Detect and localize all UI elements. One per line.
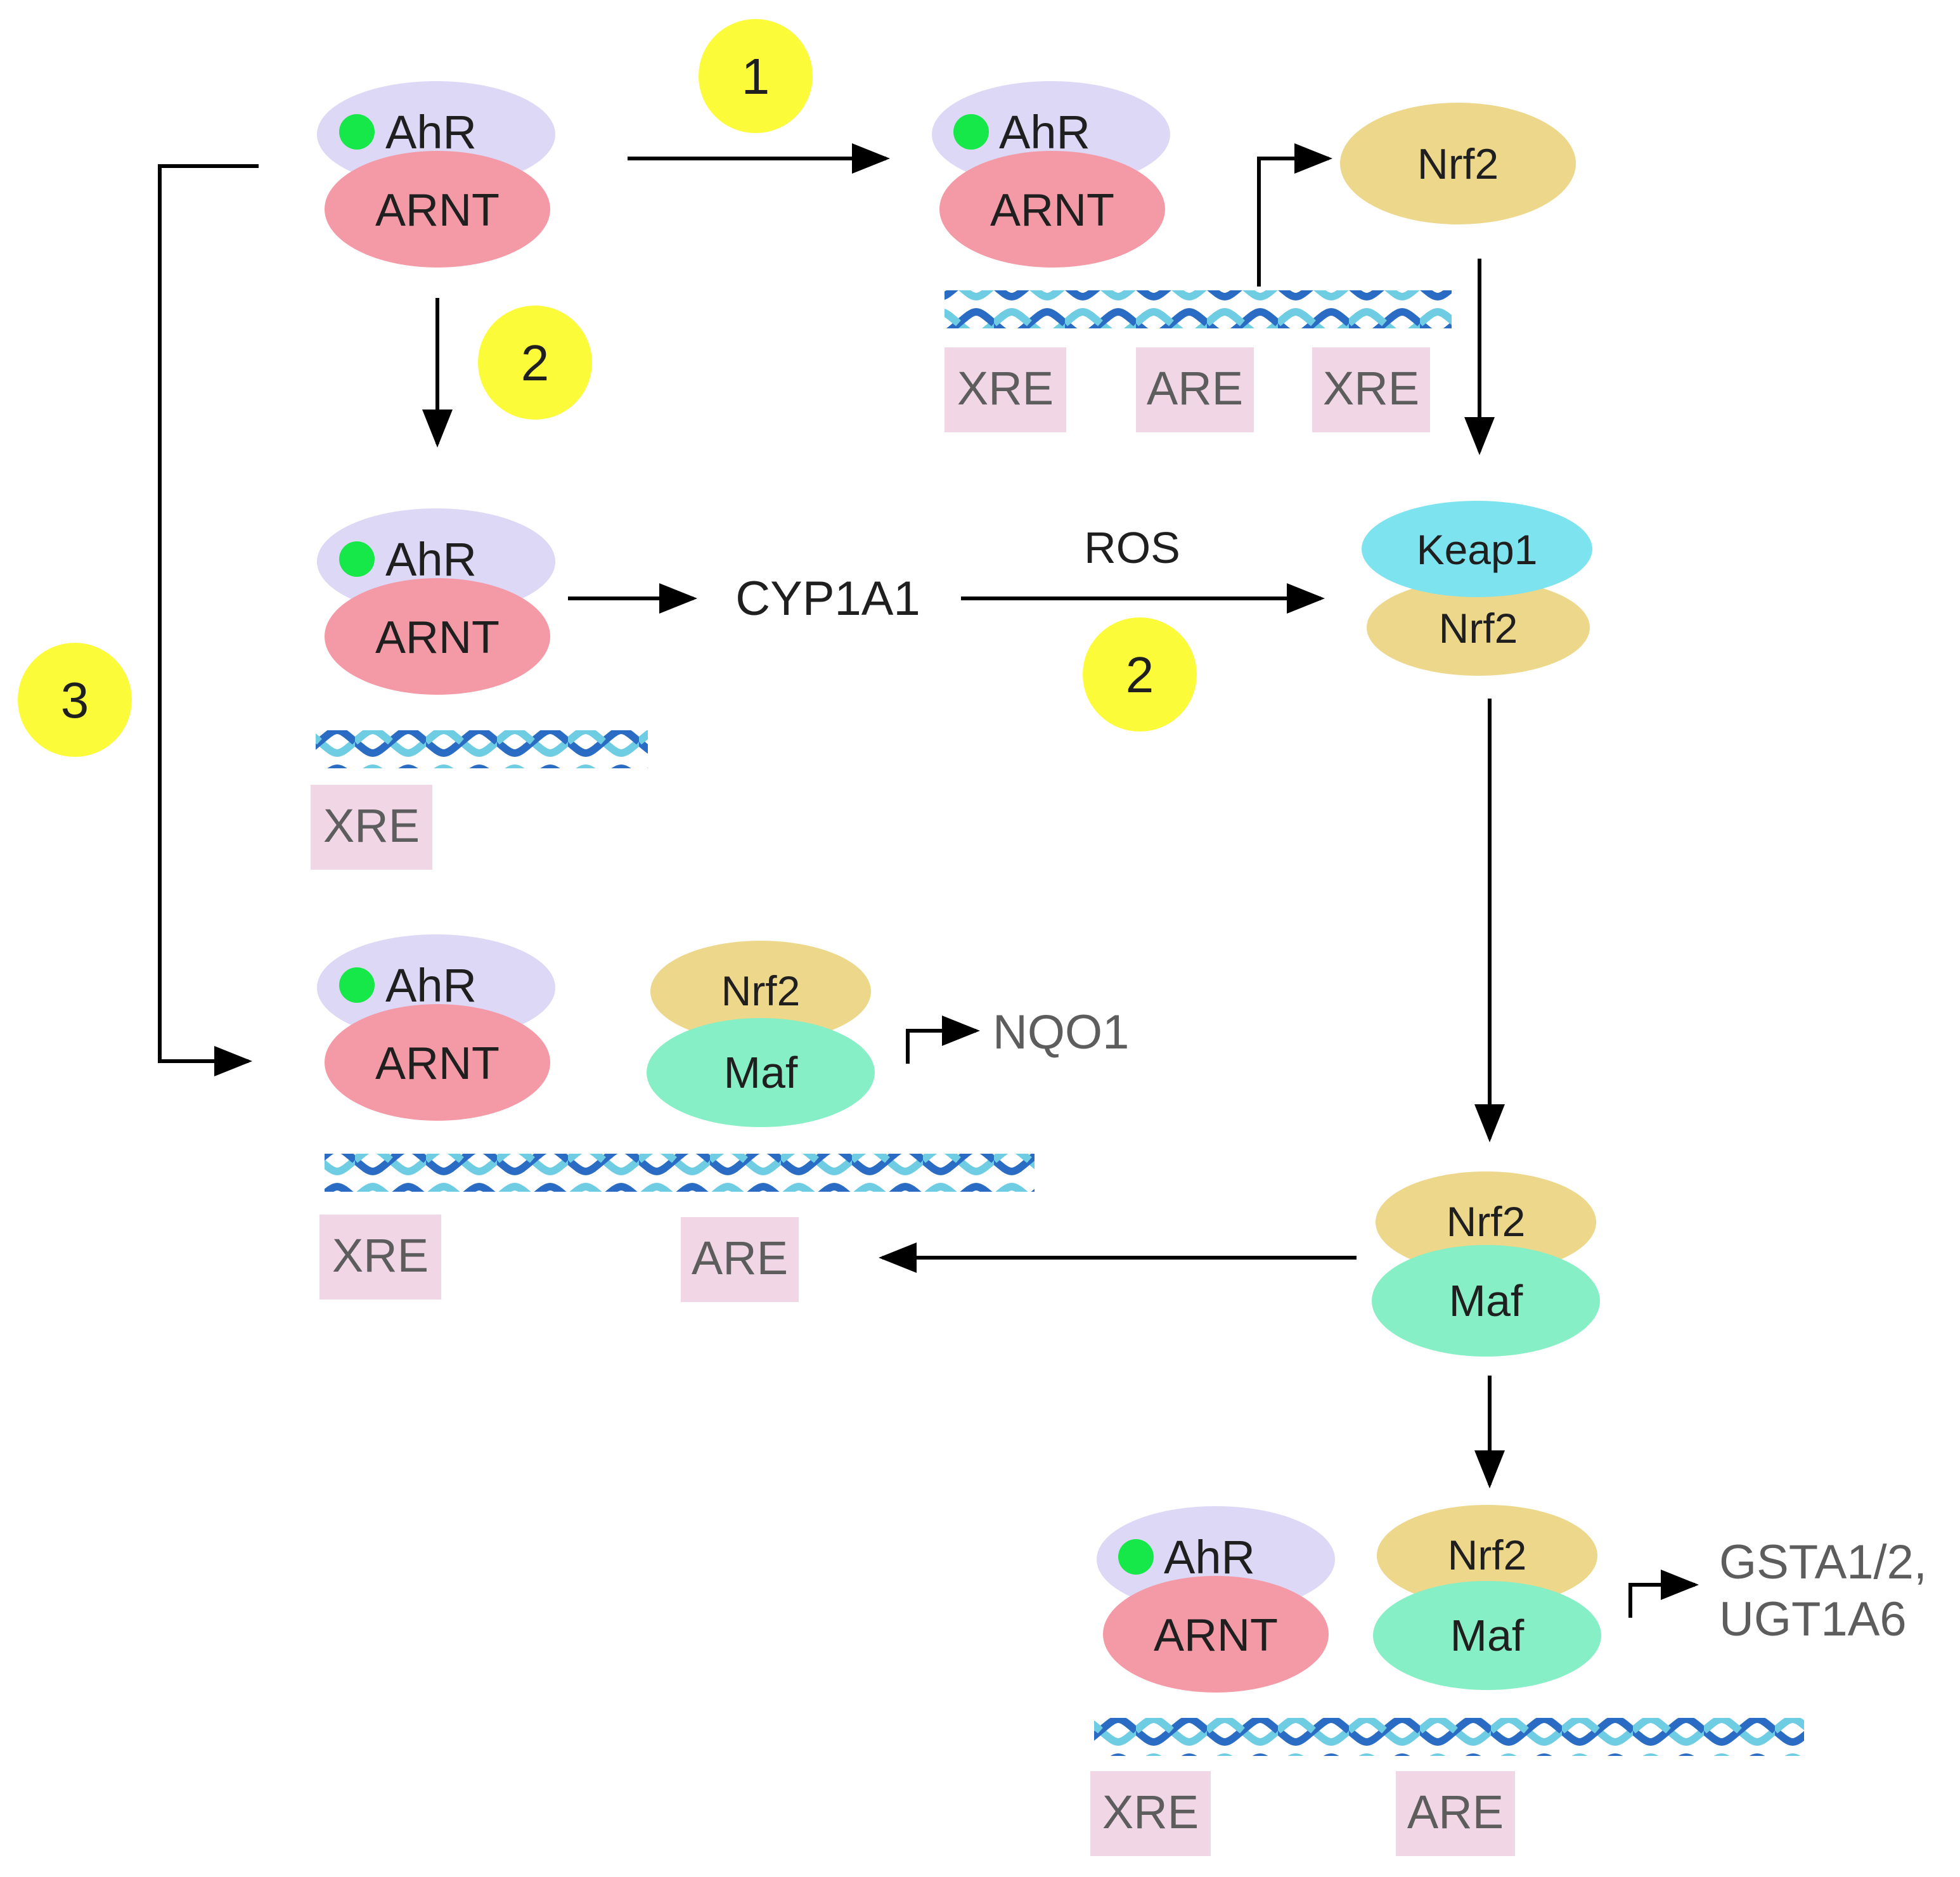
svg-text:Nrf2: Nrf2: [1447, 1198, 1526, 1245]
nrf2-maf-complex: Nrf2 Maf: [1372, 1171, 1600, 1357]
svg-text:Maf: Maf: [1450, 1611, 1525, 1660]
are-element: ARE: [1136, 347, 1254, 432]
svg-text:Maf: Maf: [724, 1048, 798, 1097]
dna-strand-top-right: [945, 290, 1452, 328]
ahr-arnt-complex: AhR ARNT: [317, 934, 555, 1121]
are-element: ARE: [1396, 1771, 1515, 1856]
svg-text:XRE: XRE: [1102, 1786, 1199, 1838]
step-marker: 2: [1083, 617, 1197, 732]
cyp1a1-label: CYP1A1: [735, 572, 920, 626]
ligand-dot: [1118, 1539, 1154, 1575]
svg-text:ARE: ARE: [1147, 362, 1243, 415]
svg-text:1: 1: [742, 48, 770, 105]
svg-text:ARNT: ARNT: [375, 1038, 500, 1089]
ligand-dot: [339, 541, 375, 577]
xre-element: XRE: [945, 347, 1066, 432]
xre-element: XRE: [1090, 1771, 1211, 1856]
keap1-nrf2-complex: Nrf2 Keap1: [1362, 501, 1592, 676]
svg-text:XRE: XRE: [323, 799, 420, 852]
transcription-arrow-nqo1: [906, 1016, 980, 1064]
svg-text:3: 3: [61, 672, 89, 728]
svg-text:AhR: AhR: [385, 959, 477, 1012]
svg-text:Nrf2: Nrf2: [1417, 140, 1499, 188]
xre-element: XRE: [1312, 347, 1430, 432]
transcription-arrow-gsta: [1628, 1570, 1699, 1618]
step-marker: 1: [699, 19, 813, 133]
nrf2-protein: Nrf2: [1340, 103, 1576, 224]
nqo1-label: NQO1: [993, 1005, 1129, 1059]
are-element: ARE: [681, 1217, 799, 1302]
ligand-dot: [339, 114, 375, 150]
ahr-arnt-complex: AhR ARNT: [932, 81, 1170, 268]
ugt1a6-label: UGT1A6: [1719, 1592, 1907, 1646]
svg-text:XRE: XRE: [957, 362, 1054, 415]
step-marker: 3: [18, 643, 132, 757]
step-marker: 2: [478, 306, 592, 420]
svg-text:ARNT: ARNT: [375, 185, 500, 236]
transcription-arrow-nrf2: [1257, 143, 1332, 287]
svg-text:AhR: AhR: [999, 106, 1090, 158]
svg-text:ARNT: ARNT: [375, 612, 500, 663]
dna-strand-mid-left: [316, 730, 648, 768]
ahr-arnt-complex: AhR ARNT: [317, 81, 555, 268]
svg-text:AhR: AhR: [385, 533, 477, 586]
gsta-label: GSTA1/2,: [1719, 1535, 1927, 1589]
svg-text:ARNT: ARNT: [990, 185, 1114, 236]
svg-text:ARE: ARE: [692, 1232, 788, 1284]
svg-text:AhR: AhR: [385, 106, 477, 158]
nrf2-maf-complex: Nrf2 Maf: [647, 941, 875, 1127]
svg-text:AhR: AhR: [1164, 1531, 1255, 1584]
nrf2-maf-complex: Nrf2 Maf: [1373, 1505, 1601, 1690]
bracket-step3: [158, 164, 259, 1076]
svg-text:Maf: Maf: [1449, 1276, 1523, 1326]
ahr-arnt-complex: AhR ARNT: [317, 508, 555, 695]
dna-strand-bottom: [1094, 1718, 1804, 1756]
ahr-arnt-complex: AhR ARNT: [1097, 1506, 1335, 1693]
svg-text:Nrf2: Nrf2: [721, 967, 801, 1014]
ligand-dot: [339, 967, 375, 1003]
svg-text:ARE: ARE: [1407, 1786, 1504, 1838]
svg-text:Nrf2: Nrf2: [1439, 605, 1518, 652]
ros-label: ROS: [1084, 523, 1180, 572]
svg-text:Nrf2: Nrf2: [1448, 1532, 1527, 1578]
svg-text:2: 2: [1126, 647, 1154, 703]
xre-element: XRE: [319, 1215, 441, 1300]
dna-strand-lower-left: [325, 1154, 1035, 1192]
svg-text:Keap1: Keap1: [1417, 526, 1538, 573]
xre-element: XRE: [311, 785, 432, 870]
svg-text:ARNT: ARNT: [1154, 1610, 1278, 1661]
svg-text:2: 2: [521, 335, 550, 391]
svg-text:XRE: XRE: [1323, 362, 1419, 415]
ligand-dot: [953, 114, 989, 150]
svg-text:XRE: XRE: [332, 1229, 429, 1282]
